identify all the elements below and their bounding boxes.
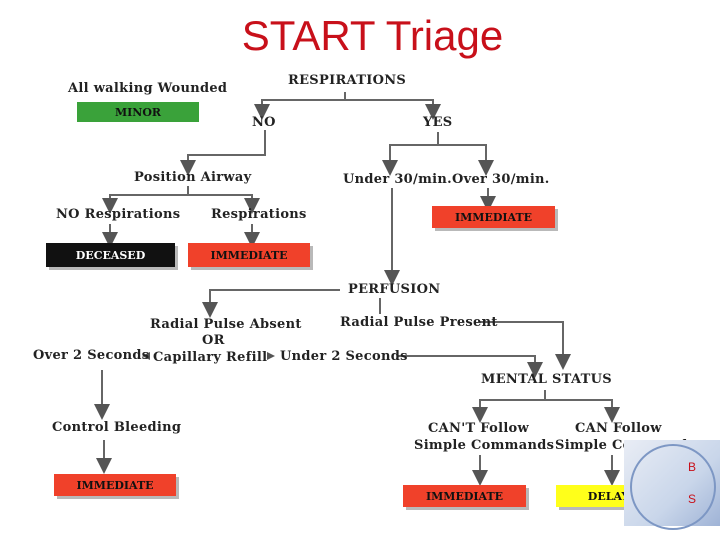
label-no: NO xyxy=(252,115,276,130)
box-immediate-bleeding: IMMEDIATE xyxy=(54,474,176,496)
label-respirations-present: Respirations xyxy=(211,207,307,222)
label-yes: YES xyxy=(423,115,453,130)
box-immediate-over30: IMMEDIATE xyxy=(432,206,555,228)
label-position-airway: Position Airway xyxy=(134,170,252,185)
label-radial-absent: Radial Pulse Absent xyxy=(150,317,302,332)
logo-letter-s: S xyxy=(688,492,697,506)
box-immediate-respirations: IMMEDIATE xyxy=(188,243,310,267)
label-respirations: RESPIRATIONS xyxy=(288,73,407,88)
label-perfusion: PERFUSION xyxy=(348,282,441,297)
label-control-bleeding: Control Bleeding xyxy=(52,420,182,435)
box-immediate-cant-follow: IMMEDIATE xyxy=(403,485,526,507)
label-capillary-refill: Capillary Refill xyxy=(153,350,268,365)
box-minor: MINOR xyxy=(77,102,199,122)
label-no-respirations: NO Respirations xyxy=(56,207,181,222)
label-over-2-seconds: Over 2 Seconds xyxy=(33,348,150,363)
box-deceased: DECEASED xyxy=(46,243,175,267)
label-cant-follow-sub: Simple Commands xyxy=(414,438,555,453)
logo-ring xyxy=(630,444,716,530)
organization-logo xyxy=(624,440,720,530)
label-or: OR xyxy=(202,333,225,348)
label-over-30: Over 30/min. xyxy=(452,172,550,187)
label-walking-wounded: All walking Wounded xyxy=(68,81,228,96)
label-cant-follow: CAN'T Follow xyxy=(428,421,530,436)
page-title: START Triage xyxy=(241,12,504,59)
label-under-30: Under 30/min. xyxy=(343,172,452,187)
label-mental-status: MENTAL STATUS xyxy=(481,372,612,387)
logo-letter-b: B xyxy=(688,460,697,474)
label-radial-present: Radial Pulse Present xyxy=(340,315,498,330)
label-can-follow: CAN Follow xyxy=(575,421,662,436)
label-under-2-seconds: Under 2 Seconds xyxy=(280,349,408,364)
